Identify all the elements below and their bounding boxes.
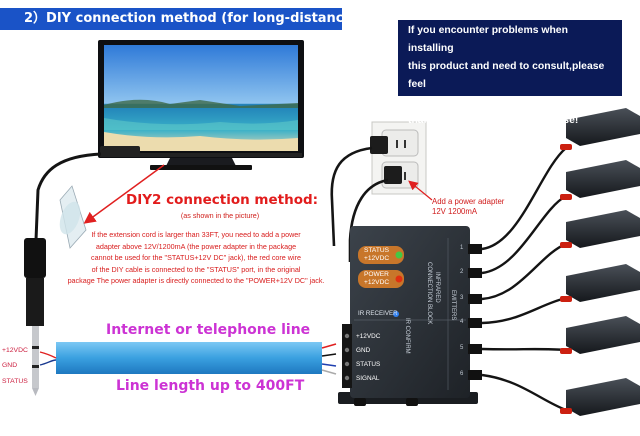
wall-outlet <box>330 121 433 262</box>
adapter-note-line: 12V 1200mA <box>432 207 478 216</box>
notice-line: If you encounter problems when installin… <box>408 25 568 54</box>
terminal-label-gnd: GND <box>356 347 371 354</box>
tv-illustration <box>98 40 304 170</box>
status-led-label: STATUS +12VDC <box>364 247 389 263</box>
jack-label-status: STATUS <box>2 378 28 385</box>
device-stack <box>560 108 640 416</box>
port-number: 4 <box>460 319 464 325</box>
ir-receiver-cable <box>24 146 165 396</box>
port-number: 3 <box>460 295 464 301</box>
power-led-voltage: +12VDC <box>364 279 390 286</box>
terminal-label-status: STATUS <box>356 361 381 368</box>
extension-cable <box>39 342 337 375</box>
jack-label-gnd: GND <box>2 362 18 369</box>
method-title: DIY2 connection method: <box>126 192 319 208</box>
adapter-note-line: Add a power adapter <box>432 197 505 206</box>
port-number: 2 <box>460 269 464 275</box>
notice-line: free to send an email or leave a message… <box>408 97 613 108</box>
connection-block-body <box>338 226 478 406</box>
power-led-text: POWER <box>364 271 389 278</box>
support-notice: If you encounter problems when installin… <box>398 20 622 126</box>
ir-confirm-label: IR CONFIRM <box>404 318 410 354</box>
emitters-label: EMITTERS <box>450 290 456 321</box>
section-title: 2）DIY connection method (for long-distan… <box>0 8 342 30</box>
terminal-label-12vdc: +12VDC <box>356 333 381 340</box>
ir-receiver-label: IR RECEIVER <box>358 310 398 317</box>
status-led-voltage: +12VDC <box>364 255 390 262</box>
description-line: adapter above 12V/1200mA (the power adap… <box>95 241 297 251</box>
description-line: of the DIY cable is connected to the "ST… <box>91 264 301 274</box>
notice-line: thank you very much for your use! <box>408 115 579 126</box>
block-name-line1: INFRARED <box>434 272 440 303</box>
method-description: If the extension cord is larger than 33F… <box>60 229 332 287</box>
status-led-text: STATUS <box>364 247 390 254</box>
jack-label-12vdc: +12VDC <box>2 347 28 354</box>
description-line: cannot be used for the "STATUS+12V DC" j… <box>91 253 301 262</box>
port-number: 5 <box>460 345 464 351</box>
terminal-label-signal: SIGNAL <box>356 375 380 382</box>
port-number: 6 <box>460 371 464 377</box>
description-line: package The power adapter is directly co… <box>67 276 325 285</box>
power-led-label: POWER +12VDC <box>364 271 389 287</box>
description-line: If the extension cord is larger than 33F… <box>91 230 301 239</box>
emitter-wiring <box>468 147 567 412</box>
cable-length: Line length up to 400FT <box>116 378 305 394</box>
cable-title: Internet or telephone line <box>106 322 311 338</box>
notice-line: this product and need to consult,please … <box>408 61 605 90</box>
adapter-note: Add a power adapter 12V 1200mA <box>432 197 504 217</box>
method-subtitle: (as shown in the picture) <box>180 211 260 220</box>
block-name-line2: CONNECTION BLOCK <box>426 262 432 325</box>
port-number: 1 <box>460 245 464 251</box>
